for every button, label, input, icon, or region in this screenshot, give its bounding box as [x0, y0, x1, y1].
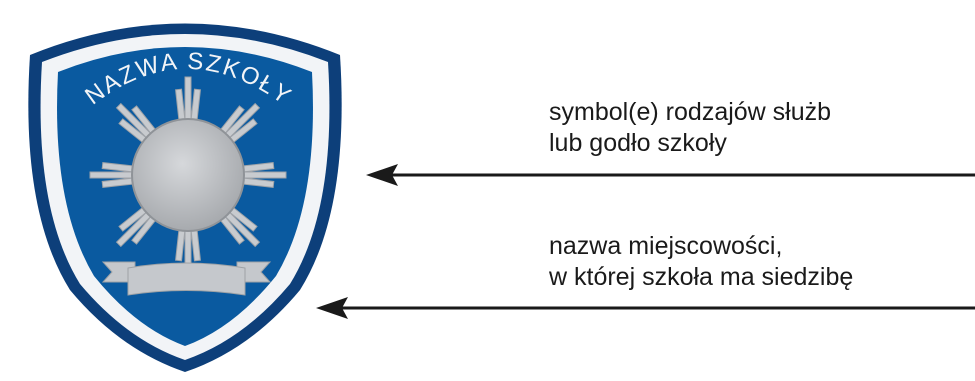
arrowhead-emblem — [366, 164, 398, 186]
arrow-to-ribbon — [316, 297, 975, 319]
arrow-to-emblem — [366, 164, 975, 186]
ribbon-center — [127, 262, 246, 296]
ribbon-left-end — [101, 261, 136, 283]
callout-emblem-label: symbol(e) rodzajów służb lub godło szkoł… — [549, 97, 831, 159]
callout-location-line-1: nazwa miejscowości, — [549, 232, 783, 260]
callout-location-label: nazwa miejscowości, w której szkoła ma s… — [549, 231, 853, 293]
callout-location-line-2: w której szkoła ma siedzibę — [549, 263, 854, 291]
medallion — [131, 118, 245, 232]
ribbon-banner — [101, 261, 272, 296]
callout-emblem-line-2: lub godło szkoły — [549, 129, 727, 157]
callout-emblem-line-1: symbol(e) rodzajów służb — [549, 98, 832, 126]
school-badge-patch: NAZWA SZKOŁY — [28, 23, 342, 372]
